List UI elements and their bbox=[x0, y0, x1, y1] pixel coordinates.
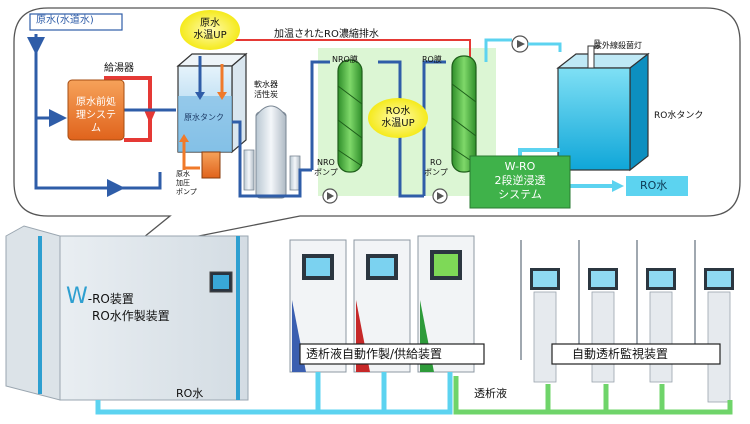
raw-pump-label: 原水 加圧 ポンプ bbox=[176, 170, 197, 196]
water-heater-label: 給湯器 bbox=[104, 63, 134, 74]
ro-tank-label: RO水タンク bbox=[654, 111, 704, 121]
wro-system-label: W-RO 2段逆浸透 システム bbox=[494, 160, 546, 201]
uv-lamp-label: 紫外線殺菌灯 bbox=[594, 41, 642, 50]
softener-cylinder bbox=[243, 105, 301, 199]
softener-label: 軟水器 活性炭 bbox=[254, 80, 278, 99]
heated-drain-label: 加温されたRO濃縮排水 bbox=[274, 29, 379, 40]
raw-temp-up-label: 原水 水温UP bbox=[193, 18, 227, 41]
ro-pump-label: RO ポンプ bbox=[424, 158, 448, 177]
drain-pipe bbox=[270, 39, 471, 60]
ro-water-out-label: RO水 bbox=[640, 179, 668, 192]
pretreatment-label: 原水前処理システム bbox=[76, 97, 116, 134]
ro-tank bbox=[556, 39, 650, 172]
source-tank bbox=[176, 52, 248, 154]
nro-module-label: NRO膜 bbox=[332, 55, 358, 64]
nro-pump-label: NRO ポンプ bbox=[314, 158, 338, 177]
monitor-units bbox=[520, 240, 734, 403]
ro-line-label: RO水 bbox=[176, 387, 204, 400]
source-tank-label: 原水タンク bbox=[184, 113, 224, 122]
monitor-label-box bbox=[551, 343, 721, 365]
nro-module bbox=[337, 59, 363, 173]
dialysate-unit-label: 透析液自動作製/供給装置 bbox=[306, 347, 443, 361]
wro-unit-sub: RO水作製装置 bbox=[92, 309, 170, 323]
ro-module-label: RO膜 bbox=[422, 55, 442, 64]
wro-unit bbox=[5, 225, 249, 401]
ro-water-line bbox=[95, 372, 453, 415]
monitor-unit-label: 自動透析監視装置 bbox=[572, 347, 669, 361]
tap-water-label: 原水(水道水) bbox=[36, 15, 94, 26]
ro-temp-up-label: RO水 水温UP bbox=[381, 106, 415, 129]
dialysate-line bbox=[453, 376, 733, 415]
wro-system-box bbox=[469, 155, 571, 209]
raw-temp-up-highlight bbox=[180, 10, 240, 50]
dialysate-label-box bbox=[299, 343, 485, 365]
wro-unit-title: -RO装置 bbox=[87, 292, 134, 306]
ro-module bbox=[451, 55, 477, 173]
raw-pump-box bbox=[201, 151, 221, 179]
pretreatment-box bbox=[67, 79, 125, 141]
ro-temp-up-highlight bbox=[368, 98, 428, 138]
feed-pipe bbox=[34, 34, 162, 190]
dialysate-line-label: 透析液 bbox=[474, 387, 507, 400]
wro-unit-brand: W bbox=[66, 284, 88, 309]
